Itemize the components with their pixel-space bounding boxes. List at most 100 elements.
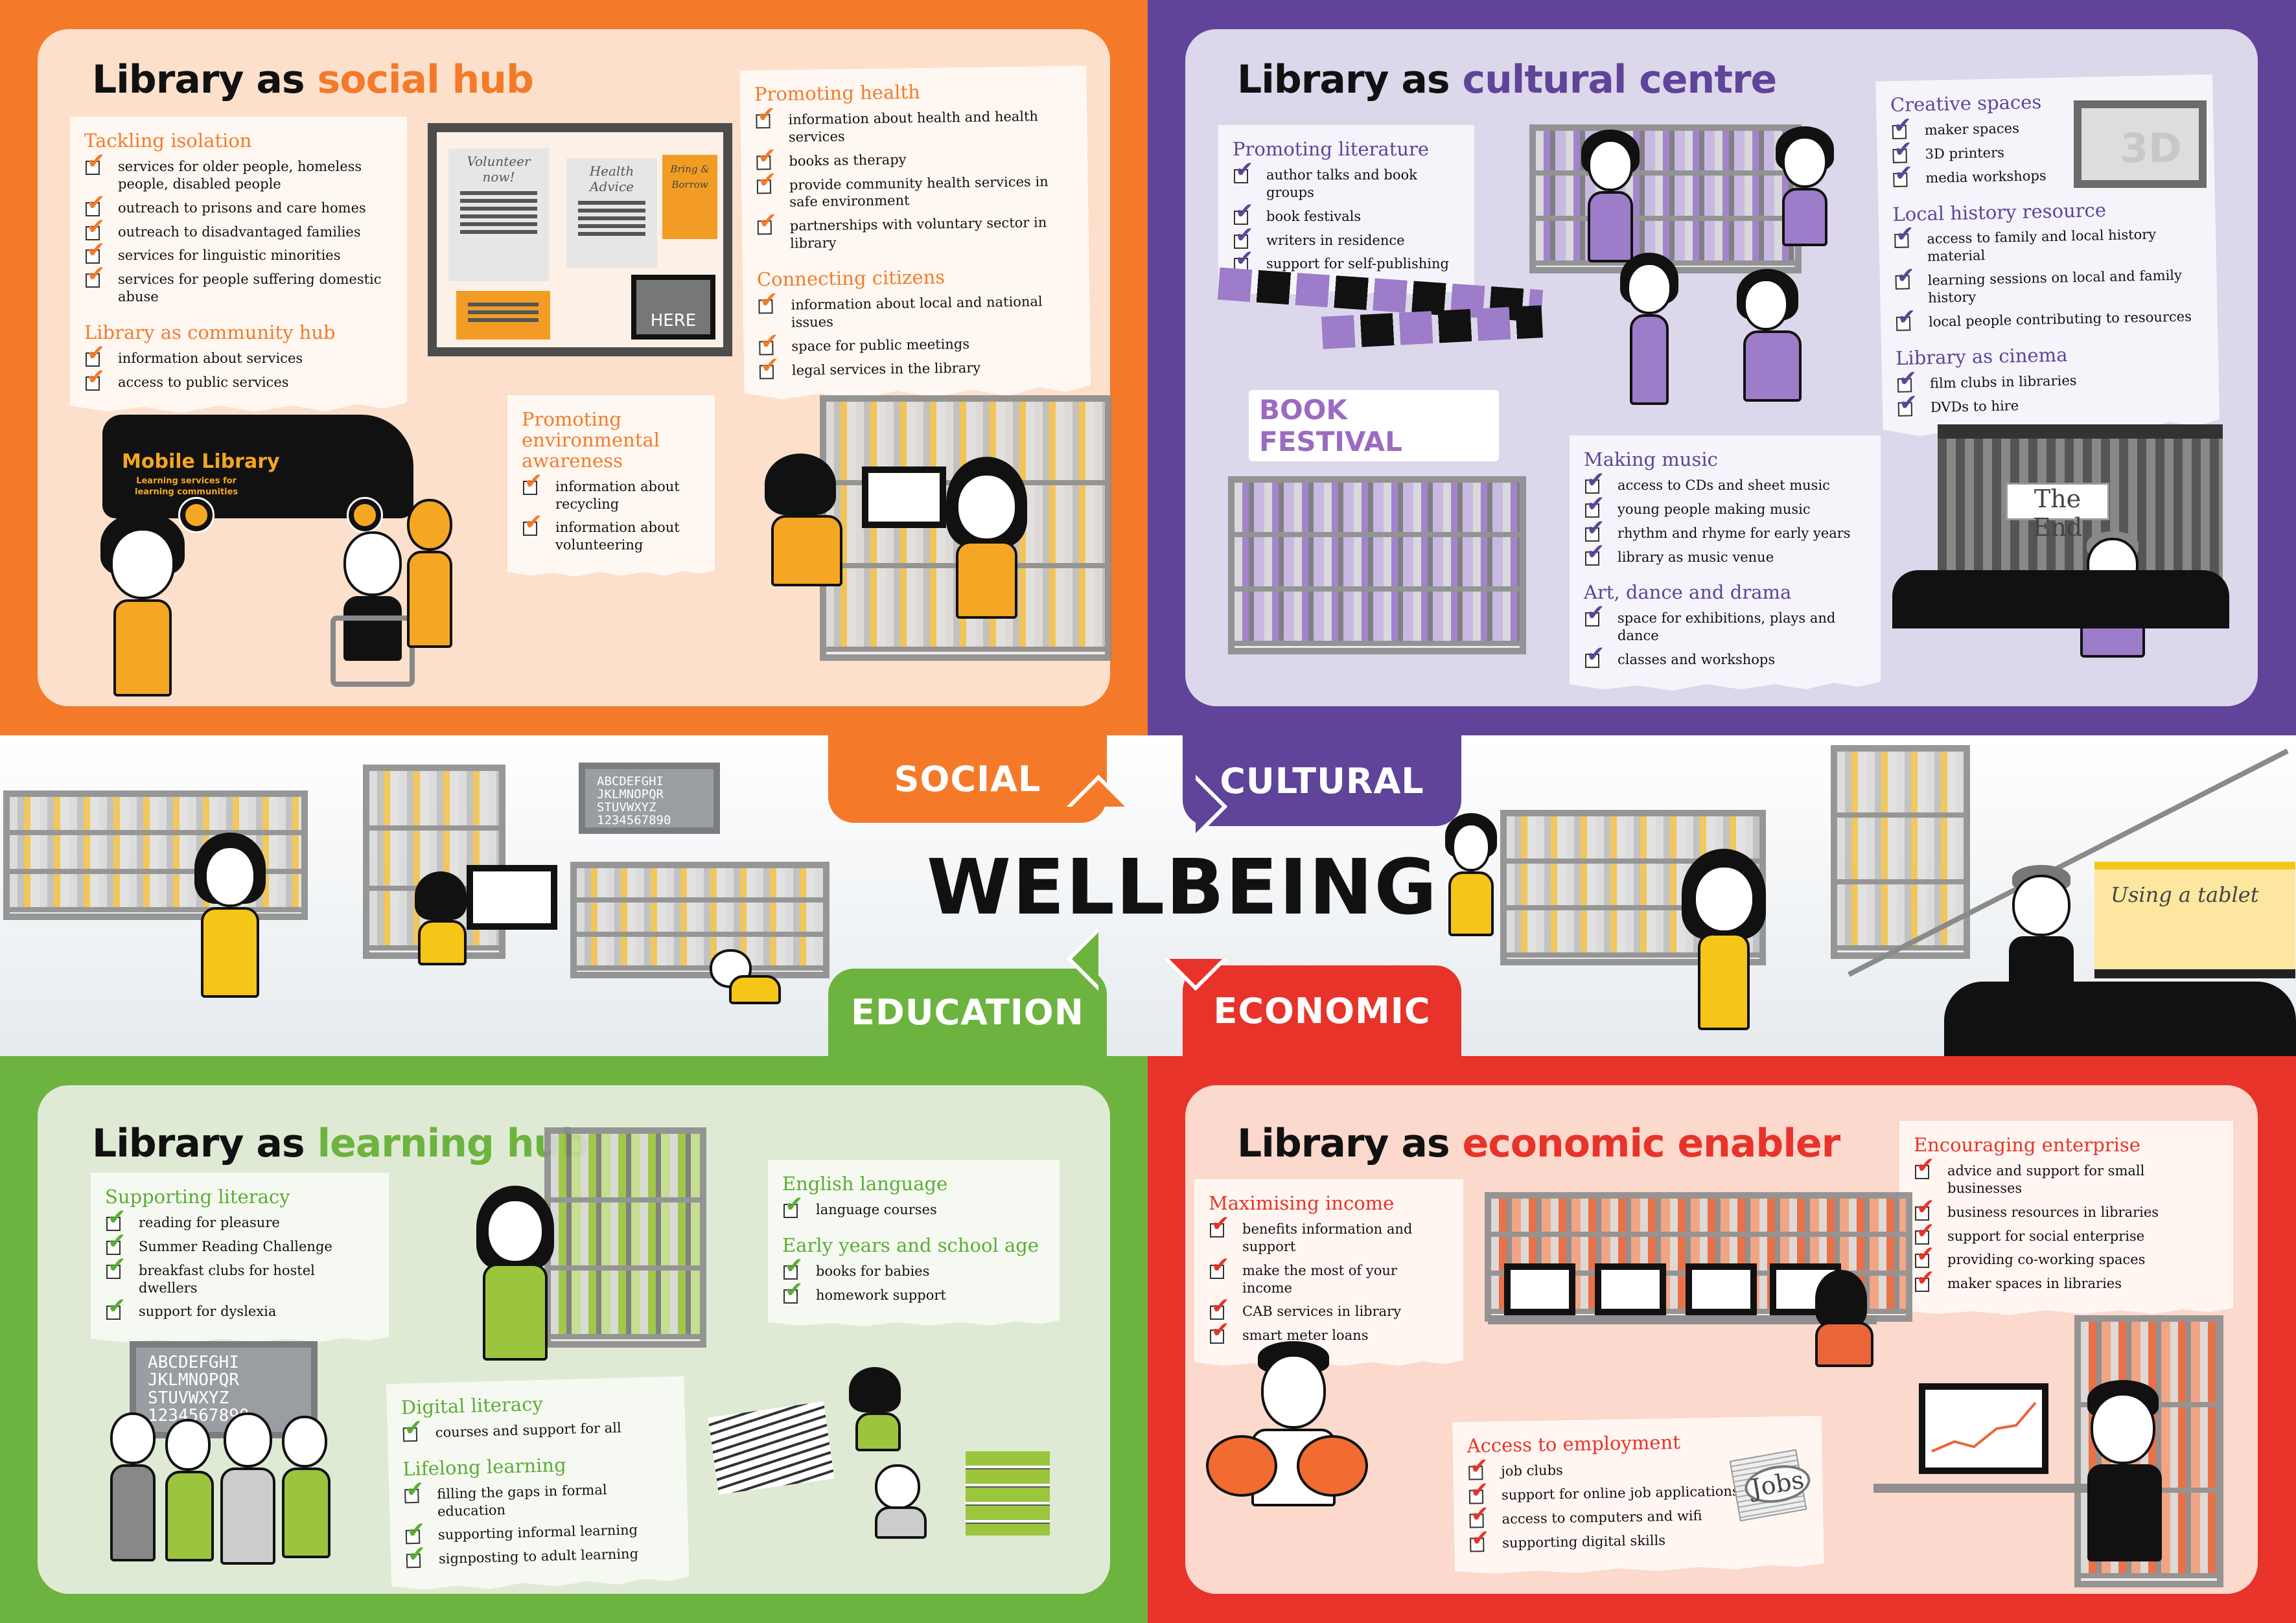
checklist-item: ✔ filling the gaps in formal education	[403, 1479, 673, 1521]
item-text: media workshops	[1925, 167, 2047, 186]
checklist: ✔information about services✔access to pu…	[84, 342, 393, 391]
notice-board: Volunteer now! Health Advice Bring & Bor…	[428, 123, 732, 356]
checkbox-icon	[1585, 612, 1599, 627]
checklist-item: ✔reading for pleasure	[105, 1206, 375, 1232]
checklist: ✔space for exhibitions, plays and dance✔…	[1584, 602, 1866, 669]
bookshelf	[1529, 124, 1802, 273]
checkmark-icon: ✔	[785, 1276, 804, 1303]
checklist: ✔advice and support for small businesses…	[1914, 1155, 2219, 1293]
checklist-item: ✔Summer Reading Challenge	[105, 1230, 375, 1256]
section-heading: Library as cinema	[1895, 343, 2068, 369]
checkmark-icon: ✔	[405, 1476, 425, 1502]
section-heading: Early years and school age	[782, 1234, 1039, 1256]
item-text: job clubs	[1501, 1462, 1563, 1479]
checkmark-icon: ✔	[757, 101, 776, 128]
checklist-item: ✔ make the most of your income	[1209, 1254, 1449, 1297]
checkmark-icon: ✔	[108, 1252, 126, 1278]
checklist-item: ✔provide community health services in sa…	[756, 172, 1074, 212]
checkbox-icon	[86, 352, 100, 367]
checklist: ✔author talks and book groups✔book festi…	[1233, 159, 1460, 273]
checklist: ✔information about recycling✔information…	[522, 470, 701, 555]
item-text: books for babies	[816, 1263, 930, 1279]
checkmark-icon: ✔	[1235, 198, 1254, 224]
checklist: ✔ information about local and national is…	[757, 292, 1076, 379]
checklist-item: ✔ homework support	[782, 1279, 1045, 1304]
checkmark-icon: ✔	[1211, 1252, 1230, 1278]
bus-title: Mobile Library	[122, 450, 280, 473]
checklist-item: ✔services for older people, homeless peo…	[84, 150, 393, 193]
item-text: legal services in the library	[791, 360, 981, 378]
item-text: signposting to adult learning	[438, 1546, 639, 1567]
checkbox-icon	[1585, 654, 1599, 669]
item-text: information about local and national iss…	[791, 294, 1043, 330]
item-text: rhythm and rhyme for early years	[1618, 525, 1851, 541]
green-book-stack	[966, 1451, 1050, 1536]
item-text: access to family and local history mater…	[1927, 226, 2157, 265]
checkmark-icon: ✔	[1211, 1210, 1230, 1237]
item-text: books as therapy	[789, 151, 907, 169]
checkmark-icon: ✔	[760, 328, 780, 355]
item-text: support for social enterprise	[1947, 1228, 2145, 1244]
item-text: breakfast clubs for hostel dwellers	[139, 1262, 315, 1296]
item-text: benefits information and support	[1242, 1221, 1413, 1254]
growth-chart-icon	[1931, 1401, 2037, 1453]
section-heading: Promoting literature	[1233, 138, 1430, 160]
checklist: ✔courses and support for all	[402, 1418, 672, 1442]
checklist-item: ✔author talks and book groups	[1233, 159, 1460, 201]
section-heading: Art, dance and drama	[1584, 581, 1792, 604]
checklist-item: ✔business resources in libraries	[1914, 1196, 2219, 1221]
checkmark-icon: ✔	[760, 352, 780, 378]
3d-printer-image: 3D	[2074, 100, 2207, 188]
item-text: filling the gaps in formal education	[437, 1481, 607, 1519]
quadrant-title: Library as economic enabler	[1237, 1121, 1840, 1166]
checklist-item: ✔maker spaces in libraries	[1914, 1267, 2219, 1293]
section-heading: English language	[782, 1173, 948, 1195]
growth-chart-monitor	[1919, 1383, 2048, 1474]
item-text: homework support	[816, 1287, 946, 1303]
checkbox-icon	[1234, 168, 1248, 183]
item-text: access to CDs and sheet music	[1618, 477, 1830, 493]
note-card: Making music ✔ access to CDs and sheet mus…	[1570, 435, 1881, 691]
section-heading: Local history resource	[1892, 198, 2107, 225]
checkmark-icon: ✔	[87, 340, 106, 366]
checkmark-icon: ✔	[1235, 156, 1254, 183]
checklist-item: ✔support for dyslexia	[105, 1295, 375, 1320]
book-pile	[708, 1401, 835, 1495]
checklist: ✔information about health and health ser…	[754, 107, 1074, 253]
checkmark-icon: ✔	[1916, 1217, 1935, 1244]
checklist-item: ✔books as therapy	[755, 148, 1073, 170]
item-text: services for older people, homeless peop…	[118, 158, 362, 192]
pillar-label-economic: ECONOMIC	[1183, 965, 1461, 1056]
item-text: support for online job applications	[1501, 1483, 1739, 1503]
checklist-item: ✔signposting to adult learning	[405, 1545, 675, 1569]
item-text: local people contributing to resources	[1928, 308, 2192, 330]
checkmark-icon: ✔	[1235, 246, 1254, 272]
item-text: access to computers and wifi	[1502, 1507, 1702, 1527]
piggy-bank-icon	[1206, 1435, 1277, 1497]
checklist-item: ✔classes and workshops	[1584, 643, 1866, 669]
checkbox-icon	[1585, 551, 1599, 566]
checklist-item: ✔information about services	[84, 342, 393, 367]
item-text: 3D printers	[1925, 144, 2005, 162]
section-heading: Making music	[1584, 448, 1718, 470]
checklist-item: ✔books for babies	[782, 1255, 1045, 1280]
checkbox-icon	[523, 480, 537, 495]
checkmark-icon: ✔	[108, 1293, 126, 1320]
wheel-icon	[347, 497, 383, 533]
bookshelf	[1831, 745, 1970, 959]
checklist: ✔services for older people, homeless peo…	[84, 150, 393, 306]
computer-monitor	[467, 865, 557, 930]
note-card: Digital literacy✔courses and support for…	[386, 1376, 690, 1593]
checkmark-icon: ✔	[1895, 221, 1915, 248]
checkmark-icon: ✔	[1211, 1317, 1230, 1344]
item-text: CAB services in library	[1242, 1304, 1402, 1320]
computer-monitor	[1686, 1263, 1757, 1315]
item-text: make the most of your income	[1242, 1262, 1397, 1296]
checklist-item: ✔rhythm and rhyme for early years	[1584, 517, 1866, 542]
title-prefix: Library as	[92, 57, 318, 102]
checklist-item: ✔information about recycling	[522, 470, 701, 513]
checkmark-icon: ✔	[1586, 641, 1605, 668]
checkmark-icon: ✔	[1469, 1453, 1489, 1480]
checkmark-icon: ✔	[1586, 538, 1605, 565]
